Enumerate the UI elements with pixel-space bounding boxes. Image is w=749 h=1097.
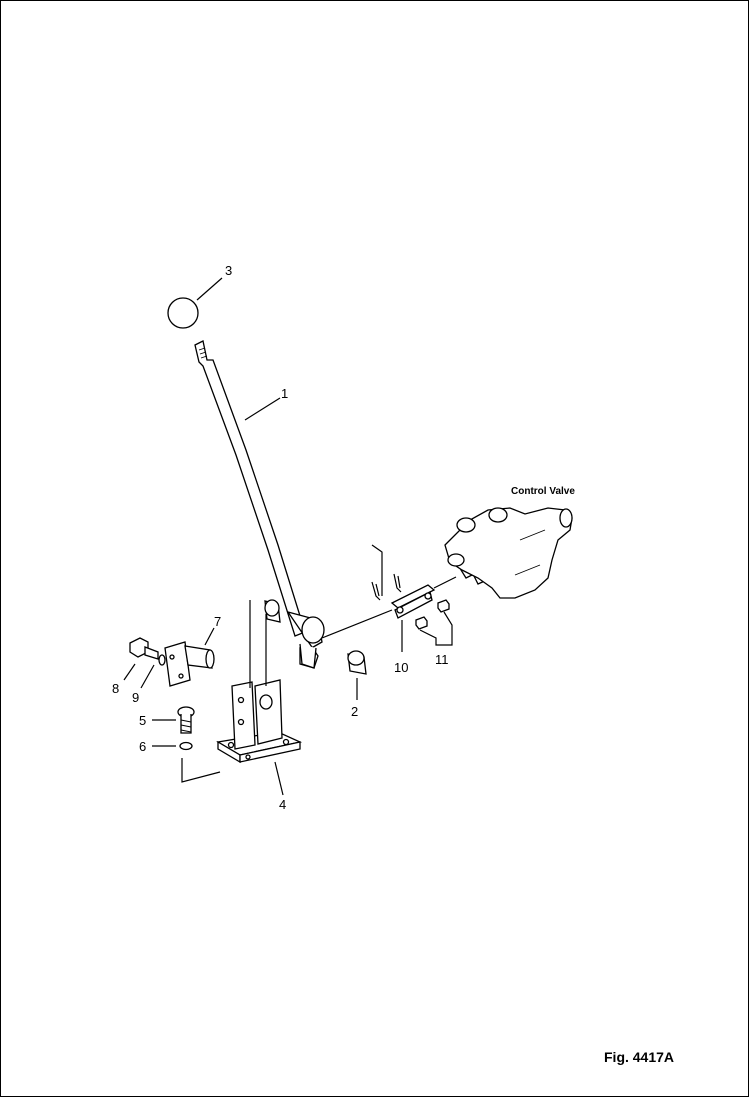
pin-part — [164, 641, 215, 687]
control-lever-part — [194, 340, 306, 637]
label-part-10: 10 — [394, 660, 408, 675]
bushing-part — [264, 599, 367, 675]
label-part-3: 3 — [225, 263, 232, 278]
label-part-9: 9 — [132, 690, 139, 705]
bolt-washer-left — [129, 637, 166, 666]
label-part-5: 5 — [139, 713, 146, 728]
label-part-8: 8 — [112, 681, 119, 696]
label-part-11: 11 — [435, 652, 449, 667]
label-part-6: 6 — [139, 739, 146, 754]
link-part — [390, 584, 436, 619]
figure-label: Fig. 4417A — [604, 1049, 674, 1065]
control-valve-part — [444, 507, 573, 599]
leader-lines — [123, 277, 457, 796]
part-labels: 3 1 2 4 5 6 7 8 9 10 11 Control Valve Fi… — [112, 263, 674, 1065]
bracket-part — [216, 679, 303, 764]
cotter-pin-part — [371, 573, 402, 601]
label-part-2: 2 — [351, 704, 358, 719]
bolt-washer-lower — [177, 706, 195, 751]
label-part-7: 7 — [214, 614, 221, 629]
knob-part — [167, 297, 199, 329]
control-valve-label: Control Valve — [511, 486, 575, 497]
label-part-1: 1 — [281, 386, 288, 401]
label-part-4: 4 — [279, 797, 286, 812]
lever-pivot-part — [286, 610, 325, 669]
